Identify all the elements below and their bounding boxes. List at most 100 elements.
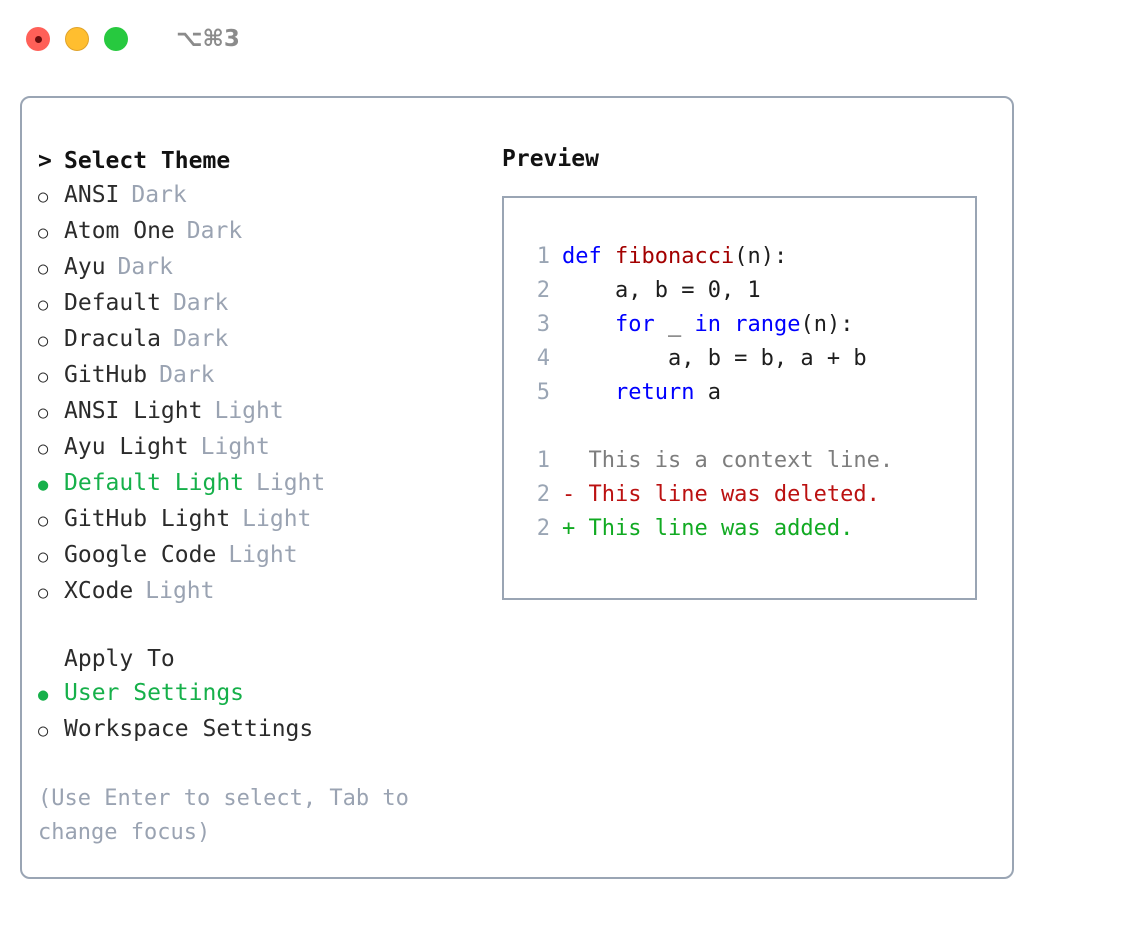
radio-unselected-icon: ○ — [38, 259, 49, 279]
diff-line-content: - This line was deleted. — [562, 482, 880, 507]
code-line: 2 a, b = 0, 1 — [504, 274, 975, 308]
theme-item-name: ANSI — [64, 182, 120, 208]
theme-item-tag: Dark — [186, 218, 243, 244]
theme-item-name: GitHub Light — [64, 506, 231, 532]
line-number: 2 — [536, 516, 550, 541]
radio-unselected-icon: ○ — [38, 583, 49, 603]
line-number: 4 — [536, 346, 550, 371]
radio-selected-icon: ● — [38, 475, 49, 495]
diff-line: 1 This is a context line. — [504, 444, 975, 478]
radio-unselected-icon: ○ — [38, 295, 49, 315]
theme-item-github[interactable]: ○ GitHub Dark — [38, 358, 490, 394]
line-number: 1 — [536, 244, 550, 269]
theme-item-atom-one[interactable]: ○ Atom One Dark — [38, 214, 490, 250]
code-line: 4 a, b = b, a + b — [504, 342, 975, 376]
theme-item-name: Default — [64, 290, 161, 316]
line-number: 5 — [536, 380, 550, 405]
theme-item-tag: Light — [256, 470, 326, 496]
theme-item-name: XCode — [64, 578, 134, 604]
theme-item-tag: Light — [145, 578, 215, 604]
theme-item-name: Ayu — [64, 254, 106, 280]
code-line-content: return a — [562, 376, 721, 410]
theme-item-xcode[interactable]: ○ XCode Light — [38, 574, 490, 610]
code-token: (n): — [734, 244, 788, 269]
prompt-caret-icon: > — [38, 148, 52, 174]
title-bar: ⌥⌘3 — [0, 0, 1140, 78]
radio-unselected-icon: ○ — [38, 547, 49, 567]
theme-item-tag: Dark — [131, 182, 187, 208]
code-token: def — [562, 244, 615, 269]
theme-item-default-light[interactable]: ● Default Light Light — [38, 466, 490, 502]
radio-unselected-icon: ○ — [38, 439, 49, 459]
theme-item-dracula[interactable]: ○ Dracula Dark — [38, 322, 490, 358]
theme-item-name: GitHub — [64, 362, 148, 388]
close-button-icon[interactable] — [26, 27, 50, 51]
code-token — [562, 312, 615, 337]
theme-item-ansi-light[interactable]: ○ ANSI Light Light — [38, 394, 490, 430]
code-token: a, b = 0, 1 — [562, 278, 761, 303]
theme-item-tag: Dark — [172, 326, 229, 352]
line-number: 2 — [536, 482, 550, 507]
zoom-button-icon[interactable] — [104, 27, 128, 51]
theme-item-name: ANSI Light — [64, 398, 203, 424]
diff-sample: 1 This is a context line. 2 - This line wa… — [504, 444, 975, 546]
diff-line: 2 + This line was added. — [504, 512, 975, 546]
code-token — [721, 312, 734, 337]
line-number: 3 — [536, 312, 550, 337]
line-number: 2 — [536, 278, 550, 303]
diff-line-content: + This line was added. — [562, 516, 854, 541]
theme-item-tag: Dark — [117, 254, 173, 280]
radio-unselected-icon: ○ — [38, 331, 49, 351]
code-token: a, b = b, a + b — [562, 346, 867, 371]
code-line-content: for _ in range(n): — [562, 308, 853, 342]
theme-item-google-code[interactable]: ○ Google Code Light — [38, 538, 490, 574]
code-line-content: a, b = b, a + b — [562, 342, 867, 376]
apply-to-heading: Apply To — [38, 642, 490, 676]
theme-item-name: Google Code — [64, 542, 217, 568]
apply-to-item-user-settings[interactable]: ●User Settings — [38, 676, 490, 712]
radio-unselected-icon: ○ — [38, 223, 49, 243]
select-theme-heading-label: Select Theme — [64, 148, 231, 174]
keyboard-hint: (Use Enter to select, Tab to change focu… — [38, 786, 409, 845]
theme-item-github-light[interactable]: ○ GitHub Light Light — [38, 502, 490, 538]
theme-item-tag: Light — [242, 506, 312, 532]
code-token: _ — [654, 312, 695, 337]
code-line-content: a, b = 0, 1 — [562, 274, 761, 308]
close-dot-icon — [34, 35, 42, 43]
code-line: 5 return a — [504, 376, 975, 410]
minimize-button-icon[interactable] — [65, 27, 89, 51]
theme-item-tag: Light — [228, 542, 298, 568]
code-token — [562, 380, 615, 405]
theme-item-tag: Dark — [159, 362, 215, 388]
code-token: a — [694, 380, 721, 405]
radio-unselected-icon: ○ — [38, 403, 49, 423]
apply-to-marker-spacer — [38, 642, 64, 676]
diff-line: 2 - This line was deleted. — [504, 478, 975, 512]
radio-unselected-icon: ○ — [38, 511, 49, 531]
select-theme-heading: > Select Theme — [38, 144, 490, 178]
theme-item-name: Default Light — [64, 470, 245, 496]
theme-item-ayu[interactable]: ○ Ayu Dark — [38, 250, 490, 286]
apply-to-item-workspace-settings[interactable]: ○Workspace Settings — [38, 712, 490, 748]
code-diff-spacer — [504, 410, 975, 444]
theme-item-tag: Light — [214, 398, 284, 424]
code-token: return — [614, 380, 695, 405]
theme-item-name: Ayu Light — [64, 434, 189, 460]
radio-unselected-icon: ○ — [38, 721, 49, 741]
radio-unselected-icon: ○ — [38, 367, 49, 387]
apply-to-label: Apply To — [64, 646, 175, 672]
preview-title: Preview — [502, 146, 599, 172]
code-token: in — [694, 312, 721, 337]
line-number: 1 — [536, 448, 550, 473]
window-shortcut-label: ⌥⌘3 — [176, 26, 240, 52]
theme-item-name: Dracula — [64, 326, 161, 352]
theme-item-name: Atom One — [64, 218, 175, 244]
